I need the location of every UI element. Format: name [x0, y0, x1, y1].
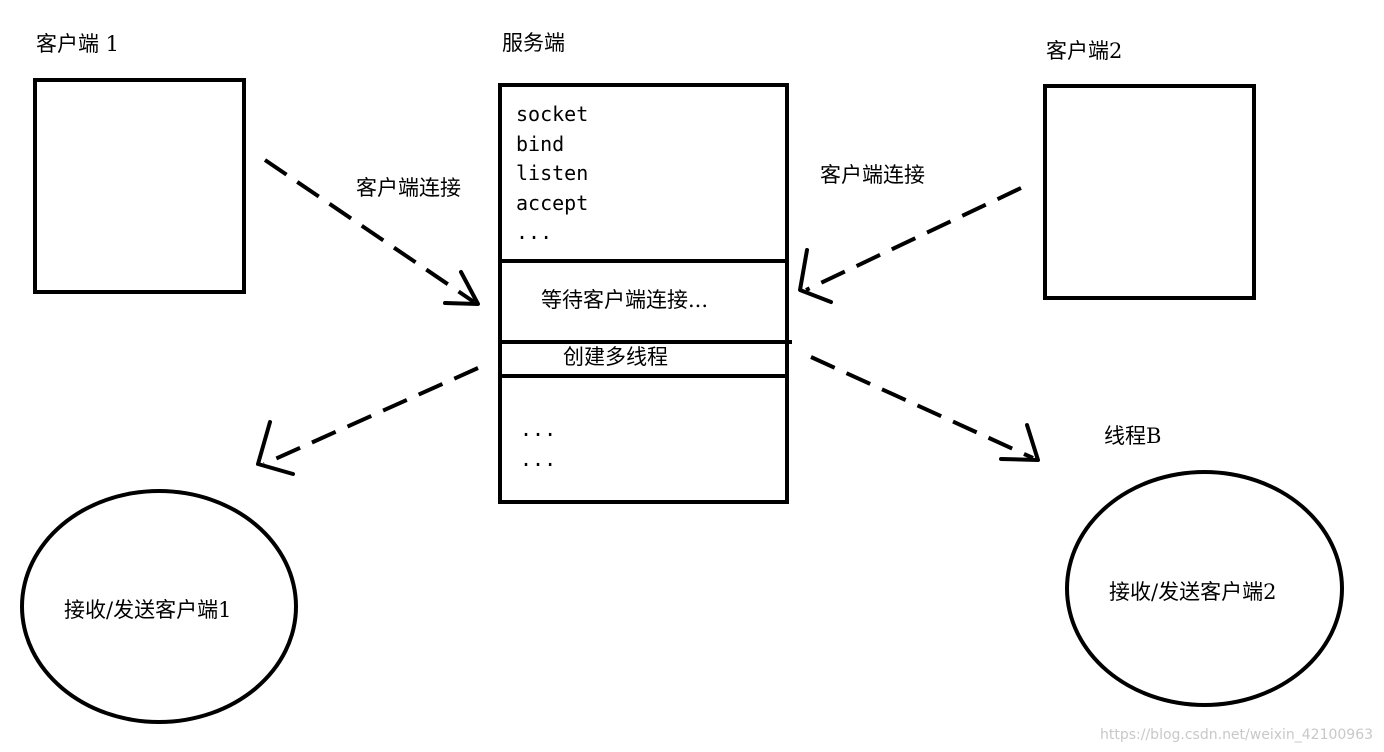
more-line: ... [520, 417, 557, 441]
client1-box [33, 78, 246, 294]
handler2-label: 接收/发送客户端2 [1109, 580, 1277, 604]
client2-title: 客户端2 [1046, 39, 1123, 63]
thread-b-title: 线程B [1104, 424, 1162, 448]
server-title: 服务端 [502, 31, 565, 55]
code-line: bind [516, 131, 565, 156]
watermark-text: https://blog.csdn.net/weixin_42100963 [1100, 727, 1374, 743]
handler1-label: 接收/发送客户端1 [64, 598, 232, 622]
arrow-server-to-handler1 [263, 366, 479, 466]
server-more-block: ... ... [520, 415, 556, 474]
code-line: accept [516, 190, 589, 215]
code-line: listen [516, 161, 589, 185]
arrowhead-client2-server [798, 248, 833, 304]
server-code-block: socket bind listen accept ... [516, 100, 588, 248]
code-line: ... [516, 220, 553, 244]
client1-title: 客户端 1 [36, 32, 120, 56]
handler2-ellipse [1065, 470, 1344, 707]
waiting-label: 等待客户端连接... [541, 288, 709, 312]
handler1-ellipse [20, 489, 298, 724]
arrow-server-to-threadb [810, 355, 1034, 460]
client2-connect-label: 客户端连接 [820, 163, 925, 187]
thread-label: 创建多线程 [563, 345, 668, 369]
code-line: socket [516, 102, 589, 126]
arrowhead-server-threadb [999, 423, 1040, 462]
client2-box [1043, 84, 1256, 300]
arrowhead-client1-server [443, 270, 480, 306]
server-divider-2 [498, 340, 792, 344]
arrowhead-server-handler1 [256, 420, 295, 476]
more-line: ... [520, 446, 557, 471]
client1-connect-label: 客户端连接 [356, 176, 461, 200]
server-divider-1 [498, 259, 789, 263]
arrow-client2-to-server [805, 186, 1022, 292]
server-box: socket bind listen accept ... [498, 83, 789, 504]
server-divider-3 [498, 374, 789, 378]
